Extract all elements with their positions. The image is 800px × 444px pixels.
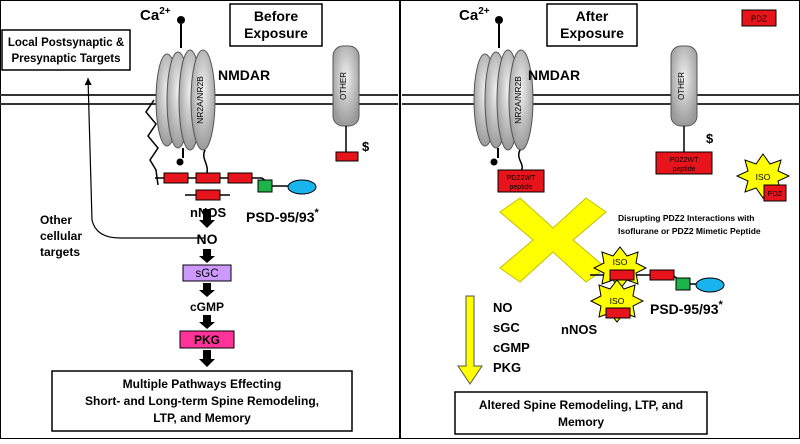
other-targets-line3: targets xyxy=(40,245,80,259)
sgc-box-left xyxy=(182,264,232,282)
other-receptor-right: OTHER xyxy=(670,45,698,127)
nnos-label-right: nNOS xyxy=(561,322,597,337)
iso-burst-2 xyxy=(592,246,648,290)
cgmp-label-left: cGMP xyxy=(190,300,224,314)
pdz2wt-peptide-receptor xyxy=(497,169,545,193)
after-label-line2: Exposure xyxy=(560,25,624,41)
peptide-label-1-line2: peptide xyxy=(510,184,533,191)
receptor-subunit-label-right: NR2A/NR2B xyxy=(513,76,523,124)
peptide-label-2-line2: peptide xyxy=(673,166,696,173)
signal-cgmp-right: cGMP xyxy=(493,340,530,355)
peptide-label-2-line1: PDZ2WT xyxy=(670,157,700,164)
receptor-subunit-label-left: NR2A/NR2B xyxy=(195,76,205,124)
iso-label-3: ISO xyxy=(610,296,625,306)
disrupt-label-line1: Disrupting PDZ2 Interactions with xyxy=(618,213,754,223)
nmdar-receptor-right: NR2A/NR2B xyxy=(473,49,534,151)
after-exposure-box xyxy=(546,3,638,47)
nnos-left xyxy=(185,189,230,201)
disruption-x-mark xyxy=(499,197,607,283)
before-exposure-box xyxy=(229,3,323,47)
signal-sgc-right: sGC xyxy=(493,320,520,335)
pdz-box-bound-label: PDZ xyxy=(768,189,783,198)
after-label-line1: After xyxy=(576,8,609,24)
before-label-line1: Before xyxy=(254,8,299,24)
pkg-box-left xyxy=(179,330,235,349)
feedback-arrow-left xyxy=(84,77,205,239)
psd-label-right: PSD-95/93* xyxy=(650,299,723,317)
psd-label-left: PSD-95/93* xyxy=(246,207,319,225)
iso-label-2: ISO xyxy=(613,257,628,267)
calcium-ion-left xyxy=(177,16,185,24)
before-label-line2: Exposure xyxy=(244,25,308,41)
calcium-label-left: Ca2+ xyxy=(140,6,171,24)
disrupt-label-line2: Isoflurane or PDZ2 Mimetic Peptide xyxy=(618,226,761,236)
outcome-box-left xyxy=(51,370,353,432)
other-targets-line1: Other xyxy=(40,213,72,227)
arrow-pkg-to-outcome xyxy=(199,350,215,367)
dollar-mark-left: $ xyxy=(362,139,370,154)
outcome-right-line1: Altered Spine Remodeling, LTP, and xyxy=(479,398,683,412)
outcome-right-line2: Memory xyxy=(558,415,604,429)
nmdar-receptor-left: NR2A/NR2B xyxy=(155,49,216,151)
nmdar-label-right: NMDAR xyxy=(528,67,580,83)
pdz-tag-top-right xyxy=(741,9,777,27)
other-receptor-label-right: OTHER xyxy=(677,72,686,100)
local-targets-line1: Local Postsynaptic & xyxy=(8,37,124,49)
pdz-tag-top-right-label: PDZ xyxy=(751,15,767,24)
signal-pkg-right: PKG xyxy=(493,360,521,375)
outcome-left-line1: Multiple Pathways Effecting xyxy=(123,377,282,391)
other-receptor-label-left: OTHER xyxy=(339,72,348,100)
peptide-label-1-line1: PDZ2WT xyxy=(507,175,537,182)
outcome-box-right xyxy=(454,391,708,435)
calcium-ion-right xyxy=(495,16,503,24)
zigzag-signal-left xyxy=(145,99,159,186)
arrow-no-to-sgc xyxy=(199,249,215,263)
local-targets-box xyxy=(1,29,131,71)
sgc-label-left: sGC xyxy=(196,268,219,280)
downregulation-arrow xyxy=(457,295,483,385)
arrow-nnos-to-no xyxy=(199,209,215,228)
arrow-cgmp-to-pkg xyxy=(199,315,215,329)
pdz-domain-other-left xyxy=(335,151,359,162)
other-targets-line2: cellular xyxy=(40,229,82,243)
psd95-chain-left xyxy=(155,172,317,195)
pdz-box-bound xyxy=(763,184,787,202)
calcium-label-right: Ca2+ xyxy=(459,6,490,24)
arrow-sgc-to-cgmp xyxy=(199,283,215,297)
pdz2wt-peptide-other xyxy=(655,151,713,175)
outcome-left-line3: LTP, and Memory xyxy=(153,411,251,425)
dollar-mark-right: $ xyxy=(706,131,714,146)
outcome-left-line2: Short- and Long-term Spine Remodeling, xyxy=(85,394,319,408)
pkg-label-left: PKG xyxy=(194,333,220,347)
iso-label-1: ISO xyxy=(756,172,771,182)
other-receptor-left: OTHER xyxy=(332,45,360,127)
membrane-right xyxy=(402,94,800,105)
no-label-left: NO xyxy=(197,231,218,247)
nmdar-label-left: NMDAR xyxy=(218,67,270,83)
signal-no-right: NO xyxy=(493,300,513,315)
local-targets-line2: Presynaptic Targets xyxy=(11,53,120,65)
